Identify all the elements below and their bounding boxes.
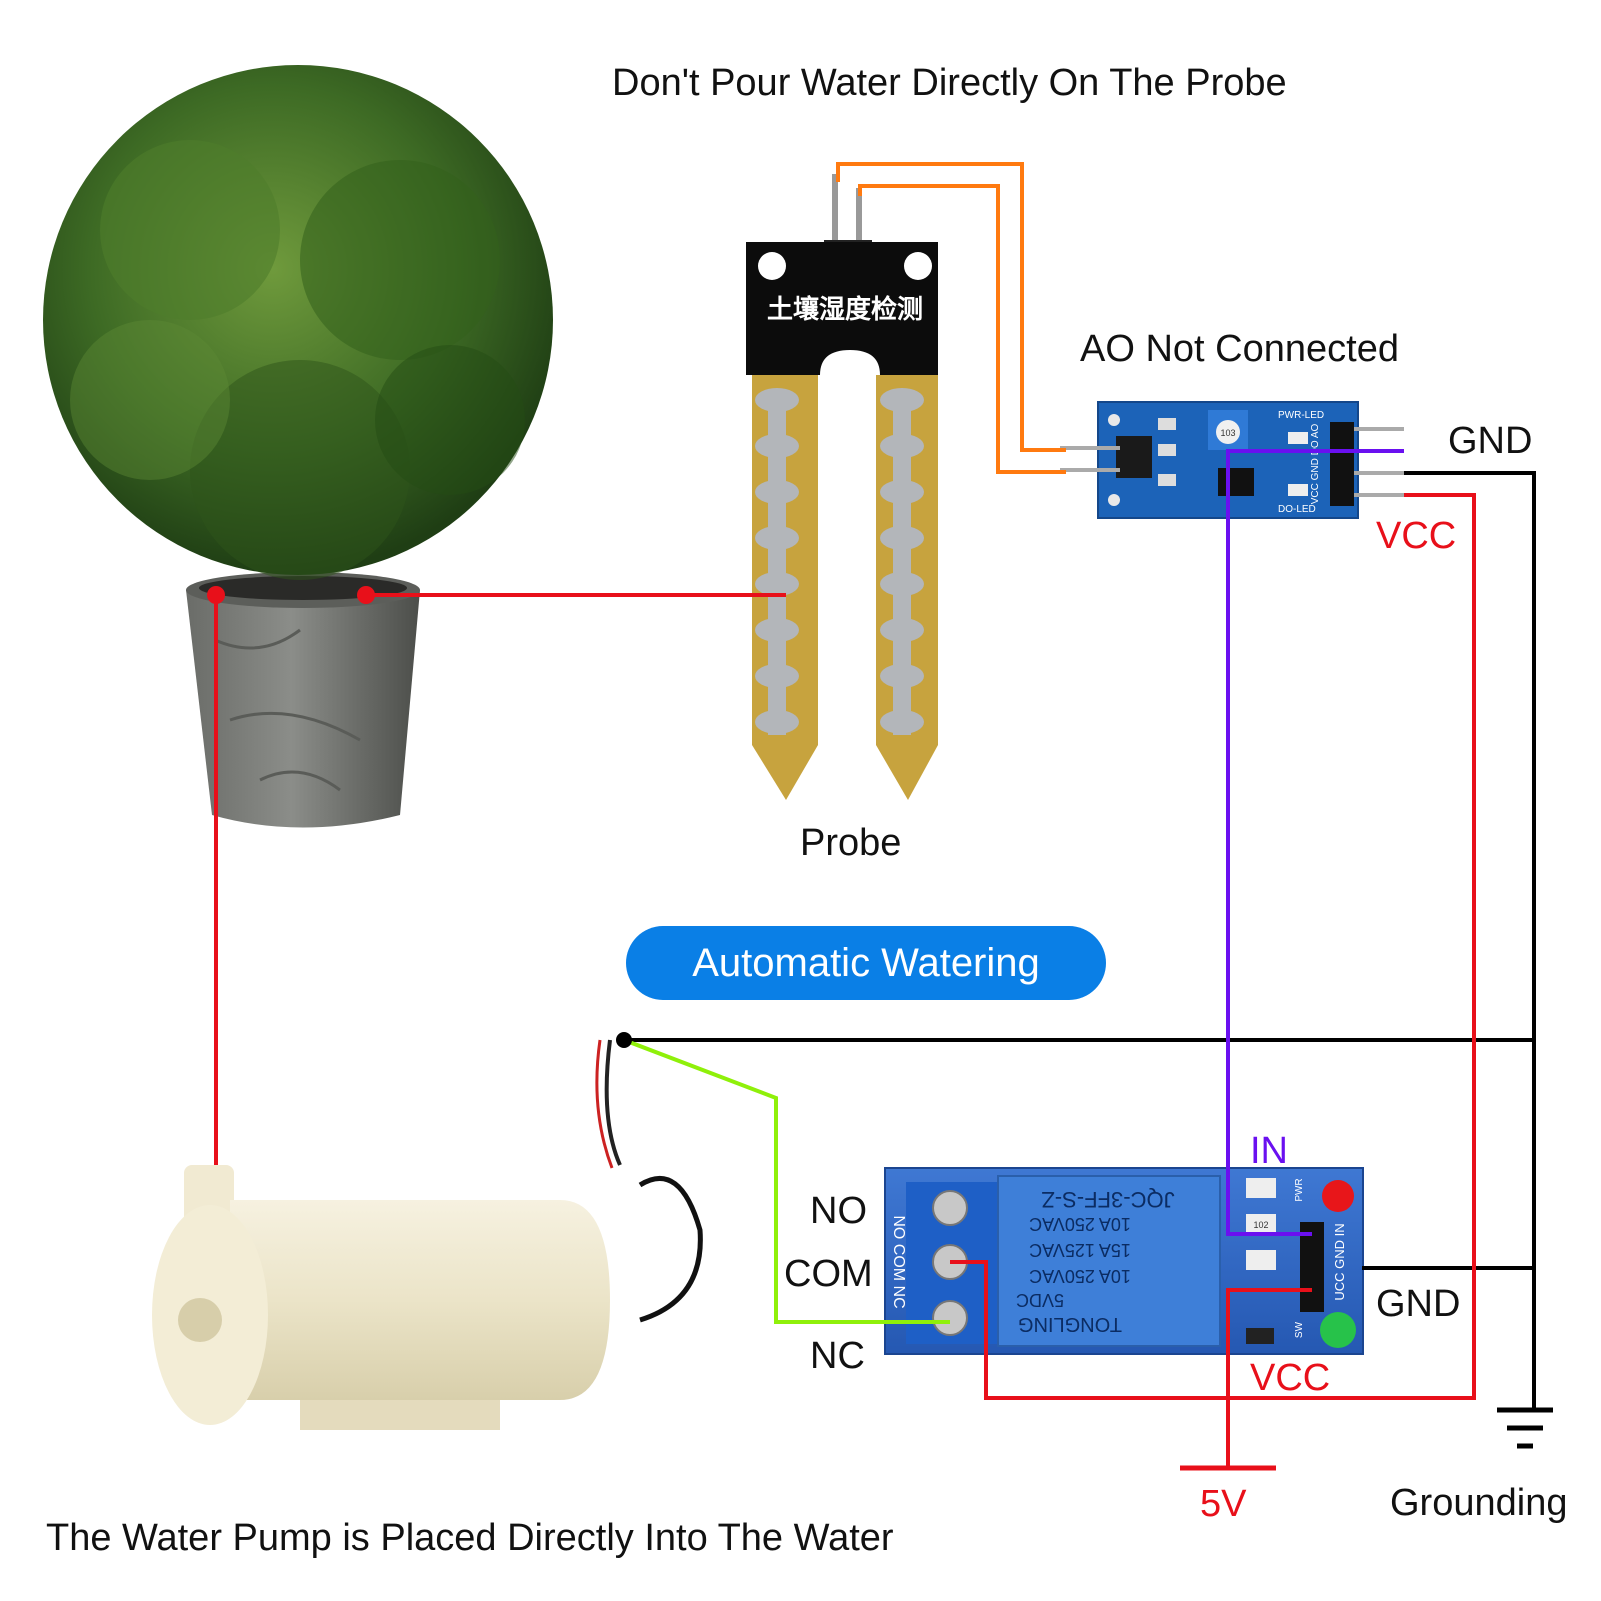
pot-dot-1 [207, 586, 225, 604]
do-led-text: DO-LED [1278, 504, 1316, 515]
pot-dot-2 [357, 586, 375, 604]
water-pump-icon [152, 1039, 703, 1430]
automatic-watering-badge: Automatic Watering [626, 926, 1106, 1000]
probe-chinese-text: 土壤湿度检测 [767, 294, 923, 325]
relay-terminals-text: NO COM NC [890, 1215, 907, 1308]
five-volt-label: 5V [1200, 1483, 1247, 1525]
probe-pad [880, 526, 924, 550]
probe-pad [880, 388, 924, 412]
relay-gnd-label: GND [1376, 1283, 1461, 1325]
probe-pad [880, 572, 924, 596]
sensor-gnd-label: GND [1448, 420, 1533, 462]
grounding-label: Grounding [1390, 1482, 1568, 1524]
probe-pad [755, 388, 799, 412]
sensor-pins-text: VCC GND DO AO [1310, 424, 1321, 505]
relay-rating-3: 10A 250VAC [1029, 1266, 1131, 1286]
relay-module-icon [884, 1167, 1364, 1355]
page-title: Don't Pour Water Directly On The Probe [612, 62, 1287, 104]
probe-pad [880, 434, 924, 458]
ground-symbol-icon [1497, 1407, 1553, 1449]
plant-pot-icon [43, 65, 553, 828]
probe-pad [880, 710, 924, 734]
sensor-gnd-wire [1404, 471, 1536, 1410]
nc-wire [623, 1038, 950, 1324]
pwr-led-text: PWR-LED [1278, 410, 1324, 421]
relay-nc-label: NC [810, 1335, 865, 1377]
probe-pad [880, 664, 924, 688]
probe-pad [755, 710, 799, 734]
pot-code-text: 103 [1220, 428, 1235, 438]
probe-pad [755, 572, 799, 596]
sensor-vcc-label: VCC [1376, 515, 1457, 557]
sensor-module-icon [1060, 401, 1404, 519]
probe-pad [880, 480, 924, 504]
relay-in-label: IN [1250, 1130, 1288, 1172]
relay-rating-1: 10A 250VAC [1029, 1214, 1131, 1234]
smd-code-text: 102 [1253, 1220, 1268, 1230]
relay-model-text: JQC-3FF-S-Z [1041, 1187, 1174, 1212]
relay-pwr-text: PWR [1294, 1178, 1305, 1201]
pump-dot [616, 1032, 632, 1048]
probe-wire-2 [858, 184, 1066, 474]
pump-caption: The Water Pump is Placed Directly Into T… [46, 1517, 894, 1559]
wires [207, 162, 1536, 1471]
relay-rating-2: 15A 125VAC [1029, 1240, 1131, 1260]
probe-wire-1 [836, 162, 1066, 452]
probe-pads [755, 388, 924, 734]
probe-pad [880, 618, 924, 642]
relay-coil-text: 5VDC [1016, 1290, 1064, 1310]
probe-pad [755, 664, 799, 688]
relay-brand-text: TONGLING [1018, 1313, 1122, 1335]
probe-pad [755, 618, 799, 642]
relay-no-label: NO [810, 1190, 867, 1232]
relay-sw-text: SW [1294, 1321, 1305, 1338]
probe-pad [755, 526, 799, 550]
relay-vcc-label: VCC [1250, 1357, 1331, 1399]
probe-pad [755, 480, 799, 504]
probe-label: Probe [800, 822, 902, 864]
relay-pins-text: UCC GND IN [1332, 1223, 1347, 1300]
relay-vcc-wire [1226, 1288, 1312, 1468]
probe-pad [755, 434, 799, 458]
relay-com-label: COM [784, 1253, 873, 1295]
ao-not-connected-label: AO Not Connected [1080, 328, 1399, 370]
signal-wire [1226, 449, 1404, 1236]
